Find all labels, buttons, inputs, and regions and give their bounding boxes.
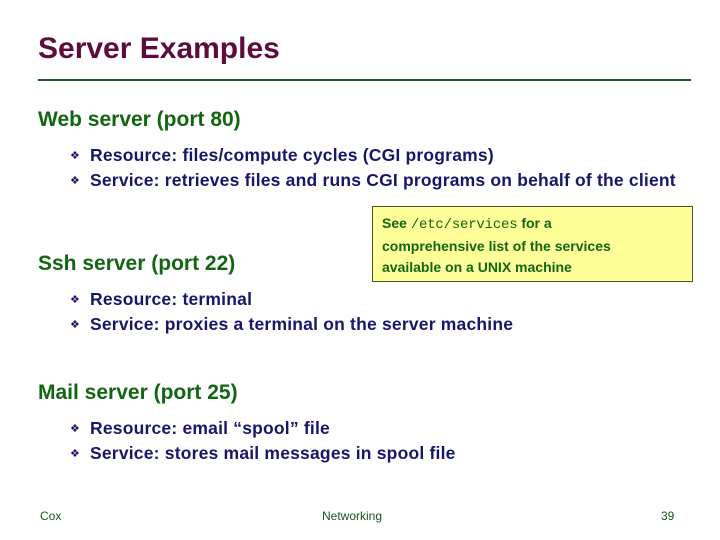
list-item-label: Resource: files/compute cycles (CGI prog…: [90, 145, 494, 165]
bullet-list-ssh-server: ❖ Resource: terminal ❖ Service: proxies …: [70, 288, 690, 338]
diamond-bullet-icon: ❖: [70, 448, 80, 460]
list-item-label: Resource: terminal: [90, 289, 253, 309]
callout-text-prefix: See: [382, 215, 411, 231]
callout-path-code: /etc/services: [410, 217, 518, 233]
list-item: ❖ Service: proxies a terminal on the ser…: [70, 313, 690, 337]
diamond-bullet-icon: ❖: [70, 319, 80, 331]
page-title: Server Examples: [38, 32, 280, 65]
callout-line-2: comprehensive list of the services: [382, 238, 611, 254]
list-item: ❖ Resource: files/compute cycles (CGI pr…: [70, 144, 690, 168]
bullet-list-web-server: ❖ Resource: files/compute cycles (CGI pr…: [70, 144, 690, 194]
section-heading-mail-server: Mail server (port 25): [38, 381, 238, 404]
diamond-bullet-icon: ❖: [70, 175, 80, 187]
list-item-label: Service: retrieves files and runs CGI pr…: [90, 170, 676, 190]
diamond-bullet-icon: ❖: [70, 150, 80, 162]
bullet-list-mail-server: ❖ Resource: email “spool” file ❖ Service…: [70, 417, 690, 467]
list-item-label: Service: proxies a terminal on the serve…: [90, 314, 514, 334]
title-divider: [38, 79, 691, 81]
list-item: ❖ Service: stores mail messages in spool…: [70, 442, 690, 466]
footer-page-number: 39: [661, 509, 675, 523]
callout-text-suffix: for a: [517, 215, 552, 231]
list-item-label: Service: stores mail messages in spool f…: [90, 443, 456, 463]
diamond-bullet-icon: ❖: [70, 294, 80, 306]
callout-line-3: available on a UNIX machine: [382, 259, 572, 275]
list-item-label: Resource: email “spool” file: [90, 418, 330, 438]
list-item: ❖ Service: retrieves files and runs CGI …: [70, 169, 690, 193]
diamond-bullet-icon: ❖: [70, 423, 80, 435]
list-item: ❖ Resource: email “spool” file: [70, 417, 690, 441]
list-item: ❖ Resource: terminal: [70, 288, 690, 312]
section-heading-web-server: Web server (port 80): [38, 108, 241, 131]
section-heading-ssh-server: Ssh server (port 22): [38, 252, 236, 275]
footer-author: Cox: [40, 509, 62, 523]
callout-line-1: See /etc/services for a: [382, 213, 684, 236]
footer-topic: Networking: [322, 509, 383, 523]
callout-box: See /etc/services for a comprehensive li…: [372, 206, 693, 282]
